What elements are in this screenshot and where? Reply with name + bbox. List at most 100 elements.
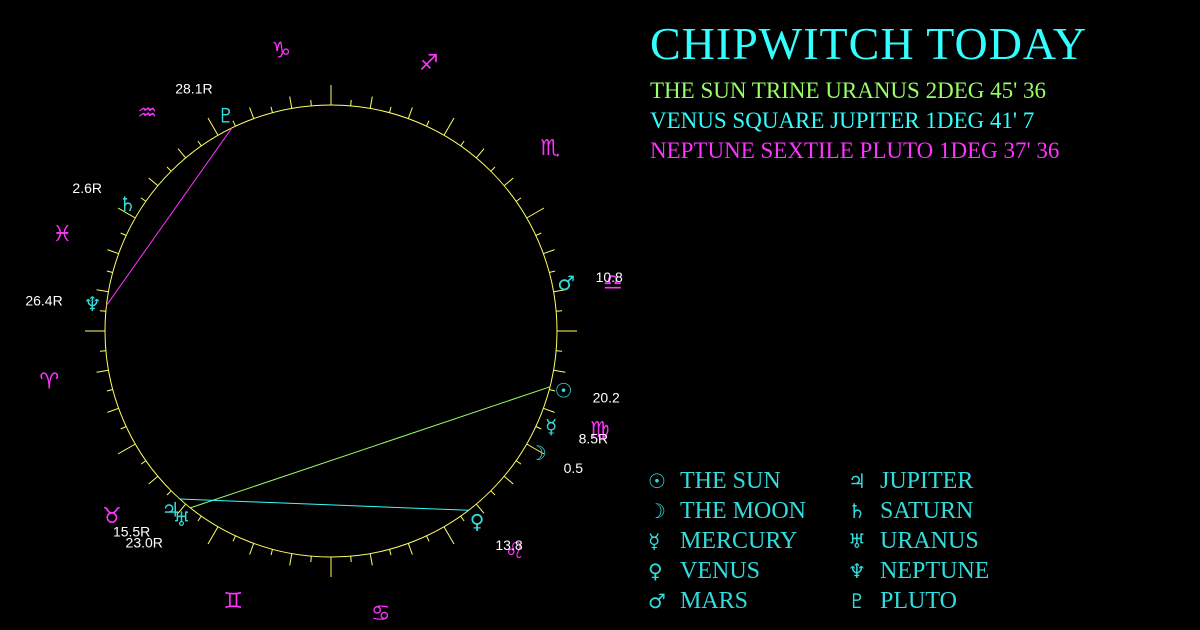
tick-mark <box>553 369 566 373</box>
legend-label-neptune: NEPTUNE <box>880 558 990 584</box>
jupiter-degree-label: 15.5R <box>113 524 150 540</box>
legend-column-personal: ☉ THE SUN ☽ THE MOON ☿ MERCURY ♀ VENUS ♂… <box>648 466 806 616</box>
tick-mark <box>107 407 119 413</box>
mars-icon: ♂ <box>648 589 666 613</box>
sign-scorpio-icon: ♏ <box>540 136 560 161</box>
tick-mark <box>350 556 352 563</box>
legend-label-pluto: PLUTO <box>880 588 957 614</box>
aspect-lines <box>106 127 551 511</box>
sun-icon: ☉ <box>648 469 666 493</box>
neptune-degree-label: 26.4R <box>25 292 62 308</box>
tick-mark <box>140 460 147 465</box>
tick-mark <box>177 503 187 514</box>
sign-cancer-icon: ♋ <box>371 602 391 627</box>
tick-mark <box>166 166 172 172</box>
legend-item-venus: ♀ VENUS <box>648 556 806 586</box>
tick-mark <box>289 96 293 109</box>
tick-mark <box>475 503 485 514</box>
aspect-chord-venus-jupiter <box>179 498 469 511</box>
tick-mark <box>535 426 542 430</box>
tick-mark <box>249 107 255 119</box>
tick-mark <box>407 107 413 119</box>
tick-mark <box>490 166 496 172</box>
moon-degree-label: 0.5 <box>564 460 584 476</box>
mars-degree-label: 10.8 <box>596 269 623 285</box>
sign-virgo-icon: ♍ <box>590 418 610 443</box>
tick-mark <box>106 270 113 273</box>
zodiac-signs: ♑♐♏♎♍♌♋♊♉♈♓♒ <box>39 38 622 626</box>
tick-mark <box>96 289 109 293</box>
tick-mark <box>120 232 127 236</box>
tick-mark <box>526 443 545 455</box>
legend-label-saturn: SATURN <box>880 498 974 524</box>
legend-item-pluto: ♇ PLUTO <box>848 586 989 616</box>
tick-mark <box>148 177 159 187</box>
tick-mark <box>426 120 430 127</box>
pluto-icon: ♇ <box>217 103 235 127</box>
tick-mark <box>443 117 455 136</box>
legend-item-uranus: ♅ URANUS <box>848 526 989 556</box>
tick-mark <box>207 117 219 136</box>
sign-pisces-icon: ♓ <box>52 222 72 247</box>
tick-mark <box>270 106 273 113</box>
legend-label-venus: VENUS <box>680 558 761 584</box>
tick-mark <box>232 535 236 542</box>
aspect-line-sun-uranus: THE SUN TRINE URANUS 2DEG 45' 36 <box>650 78 1046 103</box>
sign-sagittarius-icon: ♐ <box>419 51 439 76</box>
sign-aries-icon: ♈ <box>39 370 59 395</box>
venus-icon: ♀ <box>470 509 485 533</box>
legend-item-saturn: ♄ SATURN <box>848 496 989 526</box>
tick-mark <box>543 249 555 255</box>
mercury-icon: ☿ <box>545 415 557 439</box>
legend-item-sun: ☉ THE SUN <box>648 466 806 496</box>
legend-label-mercury: MERCURY <box>680 528 798 554</box>
sign-gemini-icon: ♊ <box>223 589 243 614</box>
tick-mark <box>96 369 109 373</box>
tick-mark <box>369 96 373 109</box>
venus-icon: ♀ <box>648 559 663 583</box>
moon-icon: ☽ <box>648 499 666 523</box>
neptune-icon: ♆ <box>84 292 102 316</box>
tick-mark <box>549 270 556 273</box>
tick-mark <box>197 515 202 522</box>
tick-mark <box>350 99 352 106</box>
tick-mark <box>166 490 172 496</box>
tick-mark <box>310 99 312 106</box>
tick-mark <box>148 475 159 485</box>
moon-icon: ☽ <box>529 441 547 465</box>
sign-taurus-icon: ♉ <box>102 504 122 529</box>
tick-mark <box>490 490 496 496</box>
tick-mark <box>369 553 373 566</box>
saturn-icon: ♄ <box>119 192 137 216</box>
tick-mark <box>117 443 136 455</box>
tick-mark <box>407 543 413 555</box>
legend-item-moon: ☽ THE MOON <box>648 496 806 526</box>
tick-mark <box>526 207 545 219</box>
pluto-icon: ♇ <box>848 589 866 613</box>
tick-mark <box>140 197 147 202</box>
tick-mark <box>503 475 514 485</box>
sun-icon: ☉ <box>555 378 573 402</box>
sign-libra-icon: ♎ <box>603 270 623 295</box>
tick-mark <box>460 515 465 522</box>
aspect-list: THE SUN TRINE URANUS 2DEG 45' 36 VENUS S… <box>650 76 1059 166</box>
tick-mark <box>197 140 202 147</box>
tick-mark <box>549 389 556 392</box>
tick-mark <box>289 553 293 566</box>
legend-item-jupiter: ♃ JUPITER <box>848 466 989 496</box>
tick-mark <box>475 148 485 159</box>
mercury-degree-label: 8.5R <box>579 431 609 447</box>
saturn-icon: ♄ <box>848 499 866 523</box>
tick-mark <box>535 232 542 236</box>
tick-mark <box>460 140 465 147</box>
neptune-icon: ♆ <box>848 559 866 583</box>
legend-label-moon: THE MOON <box>680 498 806 524</box>
sign-leo-icon: ♌ <box>505 539 525 564</box>
tick-mark <box>117 207 136 219</box>
mercury-icon: ☿ <box>648 529 661 553</box>
sign-aquarius-icon: ♒ <box>137 101 157 126</box>
tick-mark <box>556 310 563 312</box>
tick-mark <box>107 249 119 255</box>
legend-label-uranus: URANUS <box>880 528 979 554</box>
